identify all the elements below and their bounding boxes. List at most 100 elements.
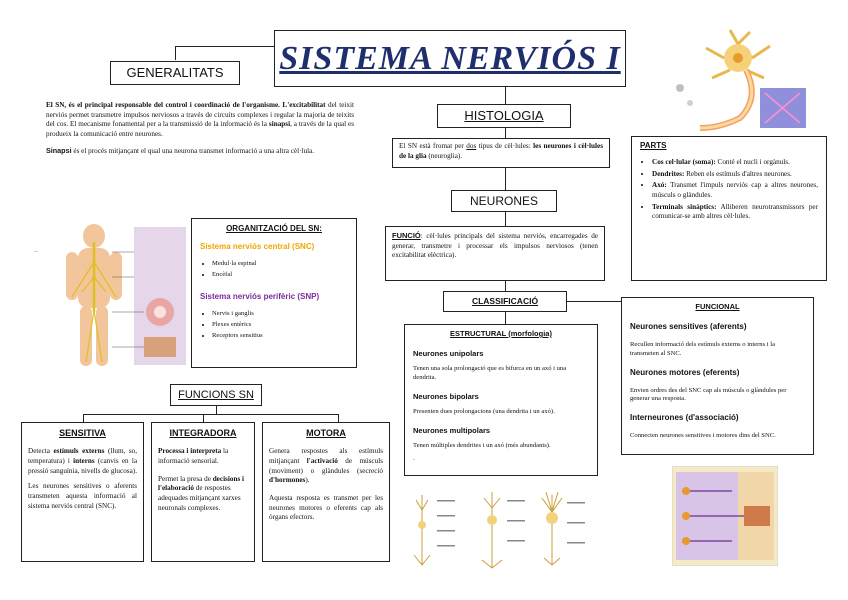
neuromuscular-icon bbox=[671, 465, 779, 567]
sensitiva-box: SENSITIVA Detecta estímuls externs (llum… bbox=[21, 422, 144, 562]
estructural-item-title: Neurones multipolars bbox=[413, 426, 491, 436]
parts-item: Cos cel·lular (soma): Conté el nucli i o… bbox=[652, 158, 818, 168]
parts-text: Alliberen neurotransmissors per comunica… bbox=[652, 202, 818, 221]
neurones-funcio-box: FUNCIÓ: cèl·lules principals del sistema… bbox=[385, 226, 605, 281]
funcional-item-text: Connecten neurones sensitives i motores … bbox=[630, 432, 776, 440]
histologia-heading: HISTOLOGIA bbox=[464, 108, 544, 123]
funcio-text: : cèl·lules principals del sistema nervi… bbox=[392, 232, 598, 260]
connector-line bbox=[216, 406, 217, 414]
neurones-heading: NEURONES bbox=[469, 194, 538, 208]
funcional-item-text: Envien ordres des del SNC cap als múscul… bbox=[630, 386, 787, 403]
sinapsi-def-term: Sinapsi bbox=[46, 145, 72, 155]
generalitats-heading: GENERALITATS bbox=[126, 65, 224, 80]
neuron-photo bbox=[660, 28, 820, 136]
motora-text: de músculs (moviment) o glàndules (secre… bbox=[269, 456, 383, 475]
snc-item: Medul·la espinal bbox=[212, 260, 348, 269]
snp-item: Nervis i ganglis bbox=[212, 310, 348, 319]
snp-item: Receptors sensitius bbox=[212, 332, 348, 341]
neurones-heading-box: NEURONES bbox=[451, 190, 557, 212]
histologia-text: tipus de cèl·lules: bbox=[478, 142, 531, 150]
motora-text: d'hormones bbox=[269, 476, 306, 485]
neuron-types-icon bbox=[413, 491, 585, 569]
histologia-heading-box: HISTOLOGIA bbox=[437, 104, 571, 128]
snc-item: Encèfal bbox=[212, 271, 348, 280]
connector-line bbox=[175, 46, 176, 60]
estructural-trailing: . bbox=[413, 455, 415, 463]
neuron-types-image bbox=[402, 490, 602, 570]
motora-text: l'activació bbox=[306, 456, 338, 465]
generalitats-text-end: , a través de la qual es produeix la com… bbox=[46, 120, 355, 139]
connector-line bbox=[83, 414, 84, 422]
sensitiva-text: estímuls externs bbox=[53, 447, 105, 456]
excitabilitat-term: L'excitabilitat bbox=[282, 101, 326, 109]
estructural-item-text: Tenen una sola prolongació que es bifurc… bbox=[413, 365, 567, 382]
connector-line bbox=[505, 212, 506, 226]
sinapsi-def-text: és el procés mitjançant el qual una neur… bbox=[73, 146, 315, 155]
generalitats-lead: El SN, és el principal responsable del c… bbox=[46, 101, 280, 109]
sensitiva-text: (canvis en la pressió sanguínia, nivells… bbox=[28, 456, 138, 475]
generalitats-text: del teixit nerviós permet transmetre imp… bbox=[46, 101, 354, 129]
integradora-box: INTEGRADORA Processa i interpreta la inf… bbox=[151, 422, 255, 562]
integradora-text: la informació sensorial. bbox=[158, 447, 229, 465]
motora-heading: MOTORA bbox=[306, 428, 346, 438]
sensitiva-text: interns bbox=[73, 456, 95, 465]
parts-term: Cos cel·lular (soma): bbox=[652, 157, 716, 166]
histologia-text: El SN està fromat per bbox=[399, 142, 464, 150]
parts-heading: PARTS bbox=[640, 141, 667, 150]
parts-text: Conté el nucli i orgànuls. bbox=[717, 157, 790, 166]
histologia-text: les neurones i cèl·lules de la glia bbox=[399, 142, 604, 160]
connector-line bbox=[505, 168, 506, 190]
connector-line bbox=[83, 414, 338, 415]
connector-line bbox=[203, 414, 204, 422]
parts-term: Axó: bbox=[652, 181, 667, 190]
connector-line bbox=[175, 46, 275, 47]
histologia-box: El SN està fromat per dos tipus de cèl·l… bbox=[392, 138, 610, 168]
histologia-text: dos bbox=[466, 142, 477, 150]
funcional-heading: FUNCIONAL bbox=[695, 302, 740, 311]
connector-line bbox=[505, 312, 506, 324]
integradora-text: Processa i interpreta bbox=[158, 447, 222, 456]
parts-item: Axó: Transmet l'impuls nerviós cap a alt… bbox=[652, 181, 818, 200]
funcional-item-title: Neurones sensitives (aferents) bbox=[630, 322, 747, 332]
classificacio-heading-box: CLASSIFICACIÓ bbox=[443, 291, 567, 312]
funcions-heading: FUNCIONS SN bbox=[178, 389, 254, 401]
estructural-item-text: Presenten dues prolongacions (una dendri… bbox=[413, 408, 555, 416]
parts-item: Dendrites: Reben els estímuls d'altres n… bbox=[652, 170, 818, 180]
neuromuscular-image bbox=[671, 465, 779, 567]
sensitiva-heading: SENSITIVA bbox=[59, 428, 106, 438]
parts-text: Reben els estímuls d'altres neurones. bbox=[686, 169, 792, 178]
parts-item: Terminals sinàptics: Alliberen neurotran… bbox=[652, 203, 818, 222]
motora-text: Genera respostes als estímuls mitjançant bbox=[269, 447, 383, 465]
parts-term: Terminals sinàptics: bbox=[652, 202, 717, 211]
funcional-box: FUNCIONAL Neurones sensitives (aferents)… bbox=[621, 297, 814, 455]
generalitats-box: El SN, és el principal responsable del c… bbox=[40, 97, 360, 202]
svg-text:—: — bbox=[34, 248, 38, 253]
funcional-item-text: Recullen informació dels estímuls extern… bbox=[630, 340, 776, 357]
neuron-icon bbox=[660, 28, 820, 136]
motora-text: ). bbox=[305, 476, 310, 485]
integradora-text: de respostes adequades mitjançant xarxes… bbox=[158, 484, 241, 512]
parts-term: Dendrites: bbox=[652, 169, 685, 178]
connector-line bbox=[567, 301, 621, 302]
sensitiva-text: (llum, so, temperatura) i bbox=[28, 447, 138, 465]
funcional-item-title: Neurones motores (eferents) bbox=[630, 367, 740, 377]
body-diagram-image: — bbox=[32, 222, 187, 370]
connector-line bbox=[338, 414, 339, 422]
histologia-text: (neuroglia). bbox=[428, 151, 463, 160]
snp-title: Sistema nerviós perifèric (SNP) bbox=[200, 291, 320, 301]
estructural-box: ESTRUCTURAL (morfologia) Neurones unipol… bbox=[404, 324, 598, 476]
integradora-heading: INTEGRADORA bbox=[169, 428, 237, 438]
generalitats-heading-box: GENERALITATS bbox=[110, 61, 240, 85]
organitzacio-box: ORGANITZACIÓ DEL SN: Sistema nerviós cen… bbox=[191, 218, 357, 368]
funcional-item-title: Interneurones (d'associació) bbox=[630, 413, 739, 423]
estructural-item-title: Neurones bipolars bbox=[413, 392, 479, 402]
motora-text: Aquesta resposta es transmet per les neu… bbox=[269, 494, 383, 522]
estructural-heading: ESTRUCTURAL (morfologia) bbox=[450, 329, 552, 338]
funcions-heading-box: FUNCIONS SN bbox=[170, 384, 262, 406]
integradora-text: decisions i l'elaboració bbox=[158, 474, 245, 493]
snc-title: Sistema nerviós central (SNC) bbox=[200, 242, 315, 251]
integradora-text: Permet la presa de bbox=[158, 474, 211, 483]
funcio-label: FUNCIÓ bbox=[392, 231, 421, 240]
parts-box: PARTS Cos cel·lular (soma): Conté el nuc… bbox=[631, 136, 827, 281]
snp-item: Plexes entèrics bbox=[212, 321, 348, 330]
